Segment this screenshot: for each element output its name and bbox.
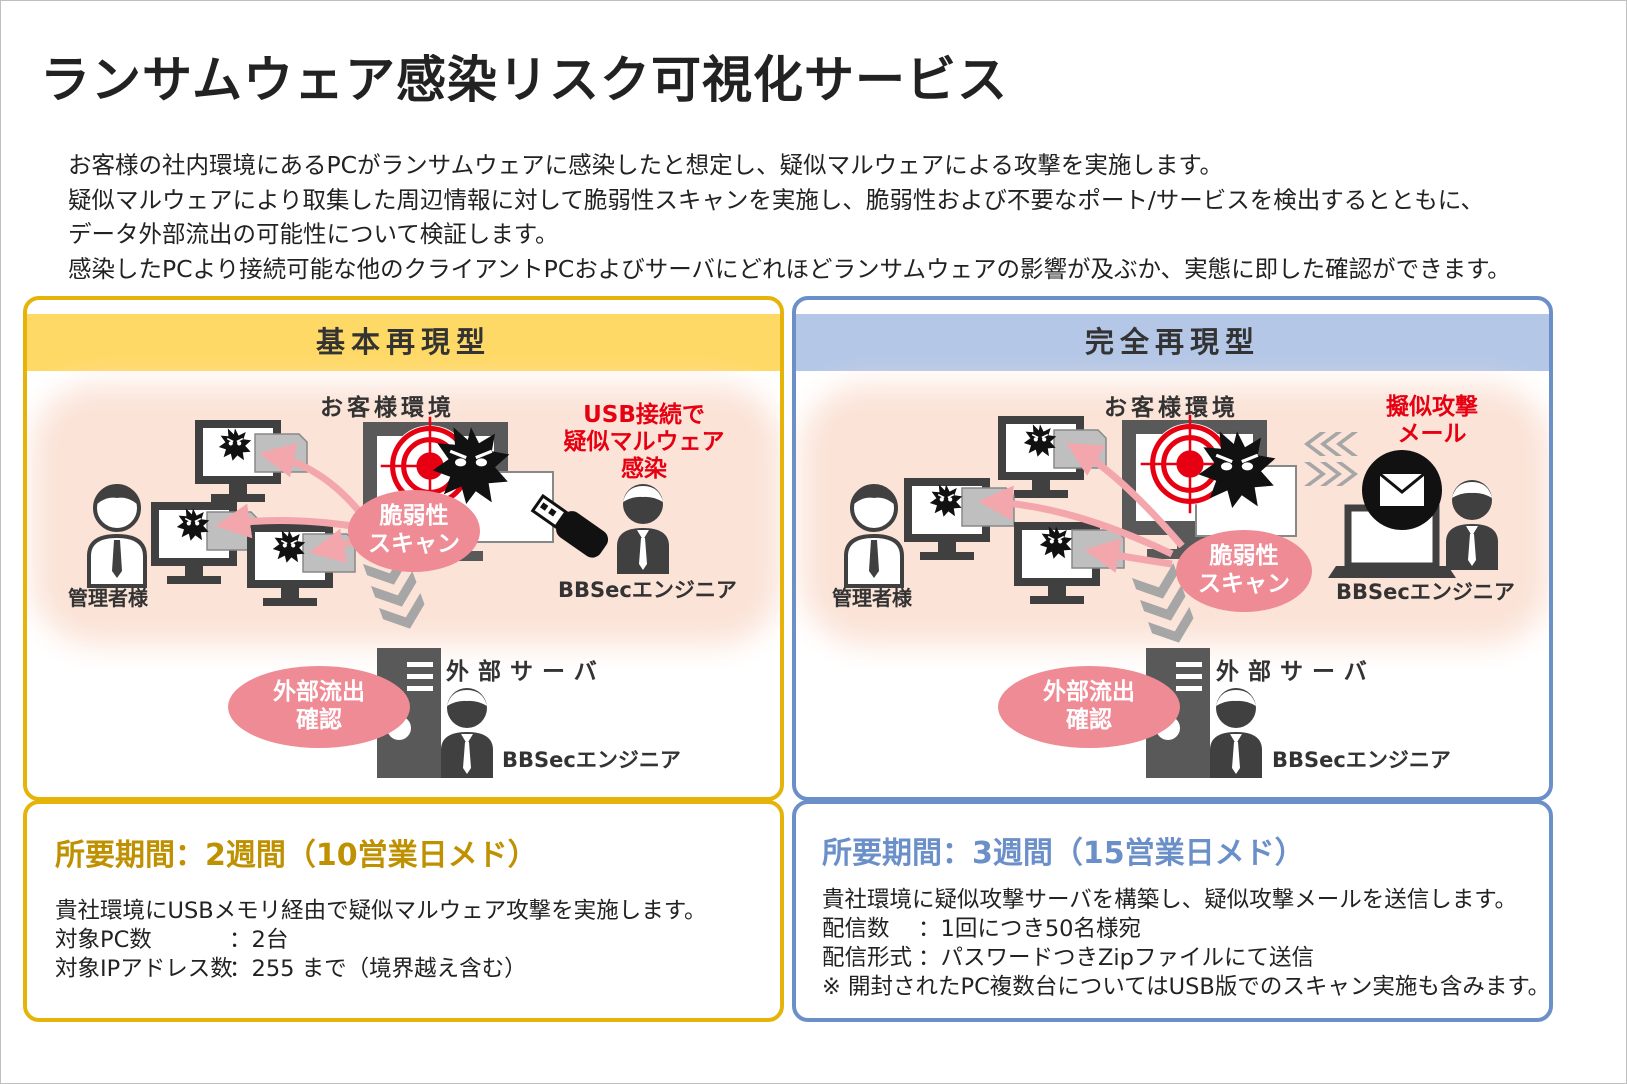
admin-label: 管理者様 <box>68 586 148 610</box>
basic-details: 貴社環境にUSBメモリ経由で疑似マルウェア攻撃を実施します。 対象PC数：2台 … <box>55 897 706 984</box>
attack-label-line: 疑似マルウェア <box>563 429 725 455</box>
attack-label-line: メール <box>1397 421 1467 447</box>
scan-arrow <box>215 503 354 539</box>
intro-line: 疑似マルウェアにより取集した周辺情報に対して脆弱性スキャンを実施し、脆弱性および… <box>68 185 1485 214</box>
full-details: 貴社環境に疑似攻撃サーバを構築し、疑似攻撃メールを送信します。 配信数 ：1回につ… <box>822 886 1550 1002</box>
server-label: 外部サーバ <box>446 659 606 685</box>
row-label: 対象PC数 <box>55 927 152 953</box>
full-panel-heading: 完全再現型 <box>796 314 1549 371</box>
full-row: 配信形式：パスワードつきZipファイルにて送信 <box>822 944 1550 973</box>
engineer-person-icon <box>617 484 669 574</box>
intro-line: データ外部流出の可能性について検証します。 <box>68 220 559 248</box>
server-label: 外部サーバ <box>1216 659 1376 685</box>
scan-arrow <box>978 485 1174 558</box>
badge-line: スキャン <box>368 531 460 557</box>
full-row: 配信数 ：1回につき50名様宛 <box>822 915 1550 944</box>
basic-row: 対象PC数 ：2台 <box>55 926 706 955</box>
vuln-scan-badge: 脆弱性スキャン <box>348 490 480 572</box>
badge-line: スキャン <box>1198 571 1290 597</box>
attack-label: USB接続で 疑似マルウェア 感染 <box>552 402 736 483</box>
basic-desc: 貴社環境にUSBメモリ経由で疑似マルウェア攻撃を実施します。 <box>55 898 707 924</box>
badge-line: 外部流出 <box>273 679 365 706</box>
attack-label: 擬似攻撃 メール <box>1372 394 1492 448</box>
customer-env-label: お客様環境 <box>320 395 455 421</box>
document-icon <box>1071 529 1125 569</box>
exfil-check-badge: 外部流出確認 <box>998 666 1180 748</box>
attack-label-line: 感染 <box>621 456 667 482</box>
basic-row: 対象IPアドレス数：255 まで（境界越え含む） <box>55 955 706 984</box>
intro-line: お客様の社内環境にあるPCがランサムウェアに感染したと想定し、疑似マルウェアによ… <box>68 151 1224 179</box>
scan-arrow <box>259 442 366 519</box>
exfil-check-badge: 外部流出確認 <box>228 666 410 748</box>
engineer-label: BBSecエンジニア <box>1336 580 1515 604</box>
customer-env-label: お客様環境 <box>1104 395 1239 421</box>
server-engineer-label: BBSecエンジニア <box>502 748 681 772</box>
row-value: ：2台 <box>229 927 289 953</box>
server-engineer-label: BBSecエンジニア <box>1272 748 1451 772</box>
intro-line: 感染したPCより接続可能な他のクライアントPCおよびサーバにどれほどランサムウェ… <box>68 254 1511 283</box>
badge-line: 外部流出 <box>1043 679 1135 706</box>
engineer-label: BBSecエンジニア <box>558 578 737 602</box>
scan-arrow <box>1084 538 1173 573</box>
mail-chevrons <box>1304 432 1358 486</box>
scan-arrow <box>1065 442 1185 549</box>
basic-info-box: 所要期間：2週間（10営業日メド） 貴社環境にUSBメモリ経由で疑似マルウェア攻… <box>23 800 784 1022</box>
engineer-person-icon <box>1446 480 1498 570</box>
full-period: 所要期間：3週間（15営業日メド） <box>822 836 1305 871</box>
row-label: 対象IPアドレス数 <box>55 956 233 982</box>
row-value: ：255 まで（境界越え含む） <box>229 956 527 982</box>
full-note: ※ 開封されたPC複数台についてはUSB版でのスキャン実施も含みます。 <box>822 974 1551 1000</box>
badge-line: 確認 <box>296 707 342 733</box>
full-info-box: 所要期間：3週間（15営業日メド） 貴社環境に疑似攻撃サーバを構築し、疑似攻撃メ… <box>792 800 1553 1022</box>
usb-stick-icon <box>530 493 609 558</box>
row-label: 配信数 <box>822 916 890 942</box>
badge-line: 脆弱性 <box>1209 543 1279 570</box>
intro-text: お客様の社内環境にあるPCがランサムウェアに感染したと想定し、疑似マルウェアによ… <box>68 148 1608 286</box>
attack-label-line: USB接続で <box>583 402 705 428</box>
full-diagram <box>844 296 1498 778</box>
full-desc: 貴社環境に疑似攻撃サーバを構築し、疑似攻撃メールを送信します。 <box>822 887 1518 913</box>
badge-line: 確認 <box>1066 707 1112 733</box>
document-icon <box>961 487 1015 527</box>
vuln-scan-badge: 脆弱性スキャン <box>1176 530 1312 612</box>
admin-person-icon <box>844 484 904 588</box>
server-engineer-icon <box>1210 688 1262 778</box>
row-value: ：パスワードつきZipファイルにて送信 <box>918 945 1314 971</box>
mail-icon <box>1362 450 1442 530</box>
admin-label: 管理者様 <box>832 586 912 610</box>
row-label: 配信形式 <box>822 945 913 971</box>
attack-label-line: 擬似攻撃 <box>1386 394 1478 420</box>
badge-line: 脆弱性 <box>379 503 449 530</box>
page-title: ランサムウェア感染リスク可視化サービス <box>40 51 1008 109</box>
server-engineer-icon <box>441 688 493 778</box>
row-value: ：1回につき50名様宛 <box>918 916 1141 942</box>
basic-panel-heading: 基本再現型 <box>27 314 780 371</box>
basic-period: 所要期間：2週間（10営業日メド） <box>55 838 538 873</box>
admin-person-icon <box>87 484 147 588</box>
